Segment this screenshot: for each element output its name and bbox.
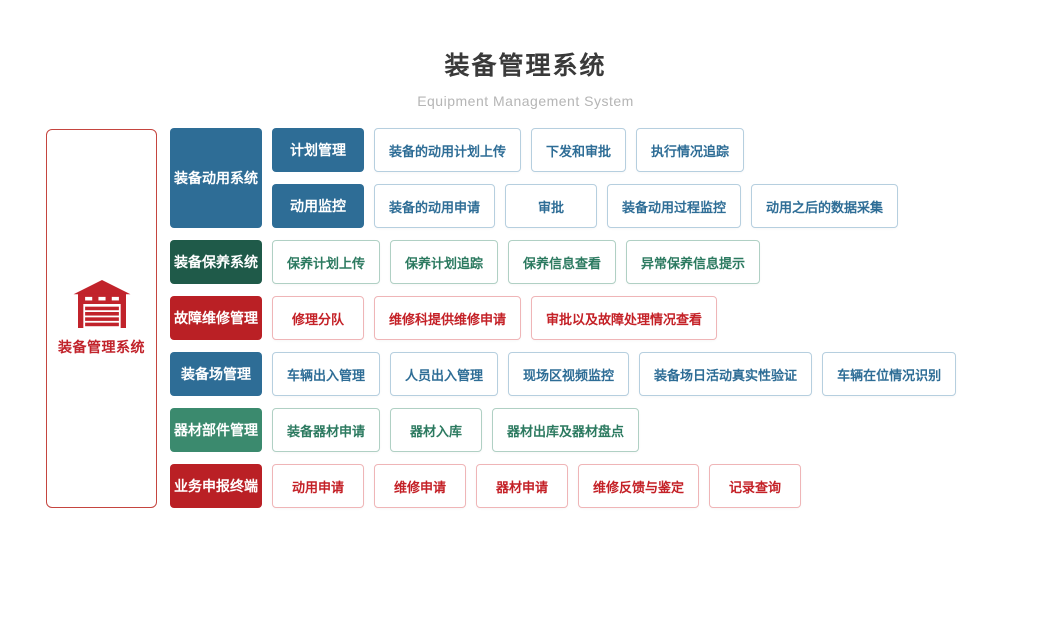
group: 业务申报终端动用申请维修申请器材申请维修反馈与鉴定记录查询 <box>170 464 956 508</box>
row: 车辆出入管理人员出入管理现场区视频监控装备场日活动真实性验证车辆在位情况识别 <box>272 352 957 396</box>
category-box: 业务申报终端 <box>170 464 262 508</box>
item-box: 保养计划上传 <box>272 240 381 284</box>
category-box: 装备保养系统 <box>170 240 262 284</box>
group-rows: 装备器材申请器材入库器材出库及器材盘点 <box>272 408 640 452</box>
item-box: 装备动用过程监控 <box>607 184 742 228</box>
item-box: 器材入库 <box>390 408 483 452</box>
row: 保养计划上传保养计划追踪保养信息查看异常保养信息提示 <box>272 240 761 284</box>
group-rows: 修理分队维修科提供维修申请审批以及故障处理情况查看 <box>272 296 718 340</box>
lead-box: 计划管理 <box>272 128 364 172</box>
group-rows: 计划管理装备的动用计划上传下发和审批执行情况追踪动用监控装备的动用申请审批装备动… <box>272 128 899 228</box>
root-system-box: 装备管理系统 <box>46 129 157 508</box>
item-box: 车辆在位情况识别 <box>822 352 957 396</box>
page-title: 装备管理系统 <box>444 52 607 80</box>
row: 计划管理装备的动用计划上传下发和审批执行情况追踪 <box>272 128 898 172</box>
row: 动用申请维修申请器材申请维修反馈与鉴定记录查询 <box>272 464 802 508</box>
item-box: 现场区视频监控 <box>508 352 630 396</box>
category-box: 器材部件管理 <box>170 408 262 452</box>
item-box: 人员出入管理 <box>390 352 499 396</box>
item-box: 记录查询 <box>709 464 802 508</box>
item-box: 装备场日活动真实性验证 <box>639 352 813 396</box>
warehouse-icon <box>73 280 131 328</box>
item-box: 维修申请 <box>374 464 466 508</box>
item-box: 维修科提供维修申请 <box>374 296 522 340</box>
item-box: 审批 <box>505 184 598 228</box>
item-box: 装备器材申请 <box>272 408 381 452</box>
item-box: 异常保养信息提示 <box>626 240 761 284</box>
group: 装备保养系统保养计划上传保养计划追踪保养信息查看异常保养信息提示 <box>170 240 956 284</box>
page-subtitle: Equipment Management System <box>417 93 634 109</box>
group: 器材部件管理装备器材申请器材入库器材出库及器材盘点 <box>170 408 956 452</box>
group: 装备动用系统计划管理装备的动用计划上传下发和审批执行情况追踪动用监控装备的动用申… <box>170 128 956 228</box>
root-system-label: 装备管理系统 <box>58 339 145 355</box>
group-rows: 保养计划上传保养计划追踪保养信息查看异常保养信息提示 <box>272 240 761 284</box>
group-rows: 动用申请维修申请器材申请维修反馈与鉴定记录查询 <box>272 464 802 508</box>
item-box: 装备的动用申请 <box>374 184 496 228</box>
lead-box: 动用监控 <box>272 184 364 228</box>
group: 故障维修管理修理分队维修科提供维修申请审批以及故障处理情况查看 <box>170 296 956 340</box>
item-box: 修理分队 <box>272 296 364 340</box>
groups: 装备动用系统计划管理装备的动用计划上传下发和审批执行情况追踪动用监控装备的动用申… <box>170 128 957 508</box>
item-box: 保养信息查看 <box>508 240 617 284</box>
row: 装备器材申请器材入库器材出库及器材盘点 <box>272 408 640 452</box>
header: 装备管理系统 Equipment Management System <box>0 46 1051 109</box>
row: 修理分队维修科提供维修申请审批以及故障处理情况查看 <box>272 296 718 340</box>
item-box: 装备的动用计划上传 <box>374 128 522 172</box>
item-box: 执行情况追踪 <box>636 128 745 172</box>
category-box: 装备场管理 <box>170 352 262 396</box>
item-box: 动用之后的数据采集 <box>751 184 899 228</box>
item-box: 保养计划追踪 <box>390 240 499 284</box>
category-box: 故障维修管理 <box>170 296 262 340</box>
item-box: 动用申请 <box>272 464 364 508</box>
item-box: 维修反馈与鉴定 <box>578 464 700 508</box>
item-box: 审批以及故障处理情况查看 <box>531 296 718 340</box>
row: 动用监控装备的动用申请审批装备动用过程监控动用之后的数据采集 <box>272 184 899 228</box>
item-box: 器材出库及器材盘点 <box>492 408 640 452</box>
item-box: 器材申请 <box>476 464 568 508</box>
item-box: 下发和审批 <box>531 128 627 172</box>
category-box: 装备动用系统 <box>170 128 262 228</box>
group: 装备场管理车辆出入管理人员出入管理现场区视频监控装备场日活动真实性验证车辆在位情… <box>170 352 957 396</box>
item-box: 车辆出入管理 <box>272 352 381 396</box>
group-rows: 车辆出入管理人员出入管理现场区视频监控装备场日活动真实性验证车辆在位情况识别 <box>272 352 957 396</box>
